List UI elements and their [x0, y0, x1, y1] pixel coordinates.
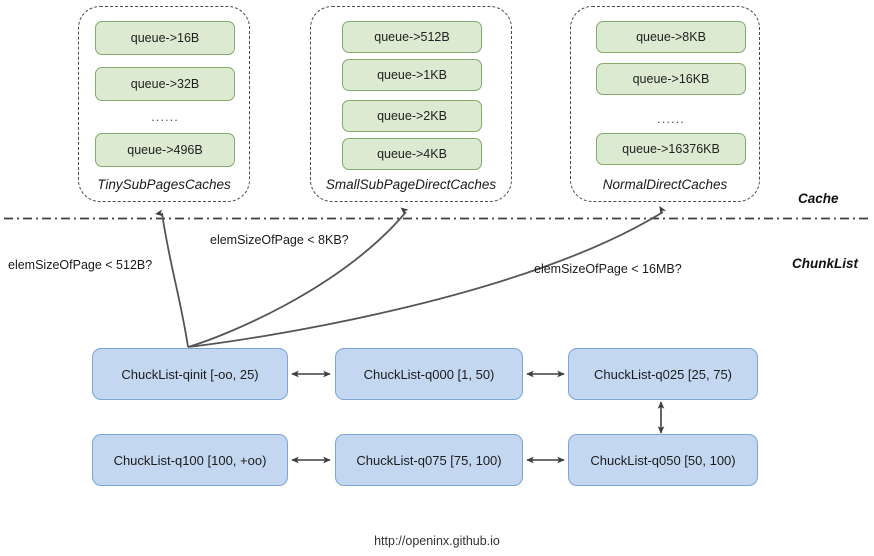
arrow-to-normal-direct-caches — [187, 206, 667, 348]
footer-url: http://openinx.github.io — [374, 534, 500, 548]
chunk-box-q050[interactable]: ChuckList-q050 [50, 100) — [568, 434, 758, 486]
queue-item[interactable]: queue->16KB — [596, 63, 746, 95]
queue-item[interactable]: queue->16B — [95, 21, 235, 55]
cache-group-normal-direct-caches: queue->8KB queue->16KB ...... queue->163… — [570, 6, 760, 202]
queue-item[interactable]: queue->2KB — [342, 100, 482, 132]
edge-label-small: elemSizeOfPage < 8KB? — [210, 233, 349, 247]
cache-group-small-sub-page-direct-caches: queue->512B queue->1KB queue->2KB queue-… — [310, 6, 512, 202]
queue-ellipsis: ...... — [151, 109, 179, 124]
queue-item[interactable]: queue->1KB — [342, 59, 482, 91]
queue-item[interactable]: queue->8KB — [596, 21, 746, 53]
section-label-chunklist: ChunkList — [792, 256, 858, 271]
cache-group-title: TinySubPagesCaches — [97, 177, 231, 192]
edge-label-tiny: elemSizeOfPage < 512B? — [8, 258, 153, 272]
cache-group-title: NormalDirectCaches — [602, 177, 728, 192]
queue-item[interactable]: queue->512B — [342, 21, 482, 53]
arrow-to-small-sub-page-direct-caches — [187, 207, 409, 348]
chunk-box-q000[interactable]: ChuckList-q000 [1, 50) — [335, 348, 523, 400]
chunk-box-q025[interactable]: ChuckList-q025 [25, 75) — [568, 348, 758, 400]
queue-item[interactable]: queue->4KB — [342, 138, 482, 170]
chunk-box-q075[interactable]: ChuckList-q075 [75, 100) — [335, 434, 523, 486]
queue-ellipsis: ...... — [657, 111, 685, 126]
edge-label-normal: elemSizeOfPage < 16MB? — [534, 262, 682, 276]
cache-group-tiny-sub-pages-caches: queue->16B queue->32B ...... queue->496B… — [78, 6, 250, 202]
arrow-to-tiny-sub-pages-caches — [155, 209, 189, 348]
cache-group-title: SmallSubPageDirectCaches — [325, 177, 497, 192]
queue-item[interactable]: queue->32B — [95, 67, 235, 101]
chunk-box-qinit[interactable]: ChuckList-qinit [-oo, 25) — [92, 348, 288, 400]
queue-item[interactable]: queue->496B — [95, 133, 235, 167]
chunk-box-q100[interactable]: ChuckList-q100 [100, +oo) — [92, 434, 288, 486]
queue-item[interactable]: queue->16376KB — [596, 133, 746, 165]
section-label-cache: Cache — [798, 191, 839, 206]
